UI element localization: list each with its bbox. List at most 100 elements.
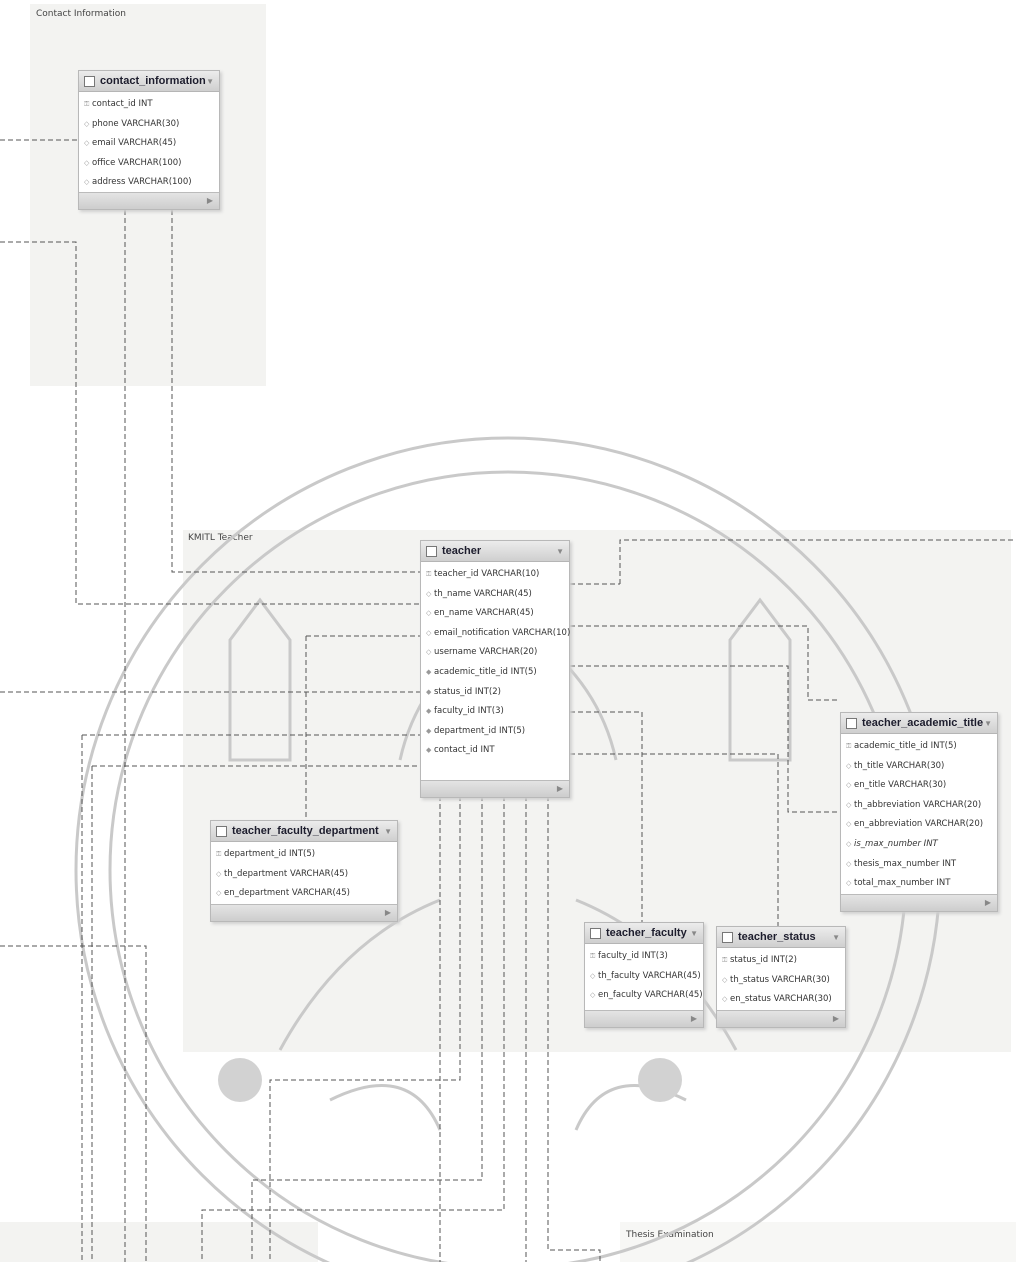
column-label: address VARCHAR(100) bbox=[92, 177, 192, 188]
column-row: ⚿academic_title_id INT(5) bbox=[841, 737, 997, 757]
column-row: ◇th_abbreviation VARCHAR(20) bbox=[841, 796, 997, 816]
column-list: ⚿faculty_id INT(3) ◇th_faculty VARCHAR(4… bbox=[585, 944, 703, 1009]
column-label: phone VARCHAR(30) bbox=[92, 118, 180, 129]
column-icon: ◇ bbox=[84, 119, 90, 128]
table-icon bbox=[590, 927, 601, 939]
column-row: ◇en_abbreviation VARCHAR(20) bbox=[841, 815, 997, 835]
column-row: ⚿department_id INT(5) bbox=[211, 845, 397, 865]
table-header[interactable]: teacher_status ▼ bbox=[717, 927, 845, 948]
column-icon: ◇ bbox=[846, 859, 852, 868]
column-row: ◇phone VARCHAR(30) bbox=[79, 115, 219, 135]
column-row: ◆contact_id INT bbox=[421, 741, 569, 761]
column-icon: ◇ bbox=[722, 995, 728, 1004]
column-list: ⚿department_id INT(5) ◇ th_department VAR… bbox=[211, 842, 397, 907]
column-row: ◇address VARCHAR(100) bbox=[79, 173, 219, 193]
table-title: contact_information bbox=[100, 75, 206, 87]
column-label: username VARCHAR(20) bbox=[434, 647, 538, 658]
table-icon bbox=[722, 931, 733, 943]
column-row: ◇en_faculty VARCHAR(45) bbox=[585, 986, 703, 1006]
column-label: th_status VARCHAR(30) bbox=[730, 974, 830, 985]
column-label: en_faculty VARCHAR(45) bbox=[598, 990, 703, 1001]
key-icon: ⚿ bbox=[846, 742, 852, 750]
column-label: status_id INT(2) bbox=[730, 955, 797, 965]
column-row: ◇email_notification VARCHAR(10) bbox=[421, 624, 571, 644]
collapse-arrow-icon[interactable]: ▼ bbox=[384, 826, 392, 836]
table-title: teacher_academic_title bbox=[862, 717, 984, 729]
column-icon: ◇ bbox=[84, 178, 90, 187]
expand-arrow-icon[interactable]: ▶ bbox=[832, 1014, 839, 1023]
column-label: contact_id INT bbox=[92, 99, 153, 109]
table-icon bbox=[84, 75, 95, 87]
column-label: th_name VARCHAR(45) bbox=[434, 588, 532, 599]
table-footer[interactable]: ▶ bbox=[421, 780, 569, 797]
table-header[interactable]: contact_information ▼ bbox=[79, 71, 219, 92]
table-footer[interactable]: ▶ bbox=[717, 1010, 845, 1027]
column-row: ⚿teacher_id VARCHAR(10) bbox=[421, 565, 569, 585]
column-icon: ◇ bbox=[84, 139, 90, 148]
region-thesis-examination-right bbox=[620, 1222, 1016, 1262]
column-list: ⚿status_id INT(2) ◇th_status VARCHAR(30)… bbox=[717, 948, 845, 1013]
column-label: teacher_id VARCHAR(10) bbox=[434, 569, 540, 579]
column-label: th_department VARCHAR(45) bbox=[224, 868, 349, 879]
column-row: ◇en_status VARCHAR(30) bbox=[717, 990, 845, 1010]
column-icon: ◇ bbox=[426, 628, 432, 637]
region-label-thesis-examination: Thesis Examination bbox=[626, 1230, 714, 1240]
column-label: status_id INT(2) bbox=[434, 686, 501, 697]
column-icon: ◇ bbox=[426, 609, 432, 618]
table-header[interactable]: teacher_faculty_department ▼ bbox=[211, 821, 397, 842]
expand-arrow-icon[interactable]: ▶ bbox=[556, 784, 563, 793]
table-header[interactable]: teacher_academic_title ▼ bbox=[841, 713, 997, 734]
column-label: en_abbreviation VARCHAR(20) bbox=[854, 819, 984, 830]
collapse-arrow-icon[interactable]: ▼ bbox=[556, 546, 564, 556]
column-icon: ◇ bbox=[590, 991, 596, 1000]
table-title: teacher_faculty bbox=[606, 927, 687, 939]
column-row: ⚿status_id INT(2) bbox=[717, 951, 845, 971]
table-header[interactable]: teacher_faculty ▼ bbox=[585, 923, 703, 944]
column-row: ◇total_max_number INT bbox=[841, 874, 997, 894]
collapse-arrow-icon[interactable]: ▼ bbox=[206, 76, 214, 86]
table-footer[interactable]: ▶ bbox=[841, 894, 997, 911]
table-footer[interactable]: ▶ bbox=[585, 1010, 703, 1027]
table-teacher-faculty-department[interactable]: teacher_faculty_department ▼ ⚿department… bbox=[210, 820, 398, 922]
table-teacher[interactable]: teacher ▼ ⚿teacher_id VARCHAR(10) ◇ th_na… bbox=[420, 540, 570, 798]
column-row: ◆faculty_id INT(3) bbox=[421, 702, 569, 722]
table-footer[interactable]: ▶ bbox=[79, 192, 219, 209]
column-row: ◇username VARCHAR(20) bbox=[421, 643, 569, 663]
column-icon: ◇ bbox=[846, 839, 852, 848]
column-icon: ◇ bbox=[216, 889, 222, 898]
column-icon: ◇ bbox=[846, 820, 852, 829]
column-row: ◇en_department VARCHAR(45) bbox=[211, 884, 397, 904]
column-row: ⚿faculty_id INT(3) bbox=[585, 947, 703, 967]
table-contact-information[interactable]: contact_information ▼ ⚿contact_id INT ◇p… bbox=[78, 70, 220, 210]
column-row: ◇is_max_number INT bbox=[841, 835, 997, 855]
column-label: en_name VARCHAR(45) bbox=[434, 608, 534, 619]
table-icon bbox=[846, 717, 857, 729]
column-label: faculty_id INT(3) bbox=[434, 706, 504, 717]
column-icon: ◆ bbox=[426, 746, 432, 755]
expand-arrow-icon[interactable]: ▶ bbox=[384, 908, 391, 917]
column-row: ◇en_title VARCHAR(30) bbox=[841, 776, 997, 796]
expand-arrow-icon[interactable]: ▶ bbox=[690, 1014, 697, 1023]
table-footer[interactable]: ▶ bbox=[211, 904, 397, 921]
key-icon: ⚿ bbox=[722, 956, 728, 964]
collapse-arrow-icon[interactable]: ▼ bbox=[984, 718, 992, 728]
table-header[interactable]: teacher ▼ bbox=[421, 541, 569, 562]
column-label: en_status VARCHAR(30) bbox=[730, 994, 832, 1005]
collapse-arrow-icon[interactable]: ▼ bbox=[690, 928, 698, 938]
column-label: academic_title_id INT(5) bbox=[434, 666, 537, 677]
table-icon bbox=[216, 825, 227, 837]
column-label: contact_id INT bbox=[434, 745, 495, 756]
column-label: email_notification VARCHAR(10) bbox=[434, 627, 571, 638]
column-label: faculty_id INT(3) bbox=[598, 951, 668, 961]
expand-arrow-icon[interactable]: ▶ bbox=[206, 196, 213, 205]
key-icon: ⚿ bbox=[84, 100, 90, 108]
collapse-arrow-icon[interactable]: ▼ bbox=[832, 932, 840, 942]
column-icon: ◇ bbox=[722, 975, 728, 984]
region-label-contact: Contact Information bbox=[36, 9, 126, 19]
expand-arrow-icon[interactable]: ▶ bbox=[984, 898, 991, 907]
table-teacher-status[interactable]: teacher_status ▼ ⚿status_id INT(2) ◇th_s… bbox=[716, 926, 846, 1028]
table-teacher-academic-title[interactable]: teacher_academic_title ▼ ⚿academic_title… bbox=[840, 712, 998, 912]
column-label: th_abbreviation VARCHAR(20) bbox=[854, 799, 982, 810]
table-teacher-faculty[interactable]: teacher_faculty ▼ ⚿faculty_id INT(3) ◇th… bbox=[584, 922, 704, 1028]
column-row: ◇th_faculty VARCHAR(45) bbox=[585, 967, 703, 987]
